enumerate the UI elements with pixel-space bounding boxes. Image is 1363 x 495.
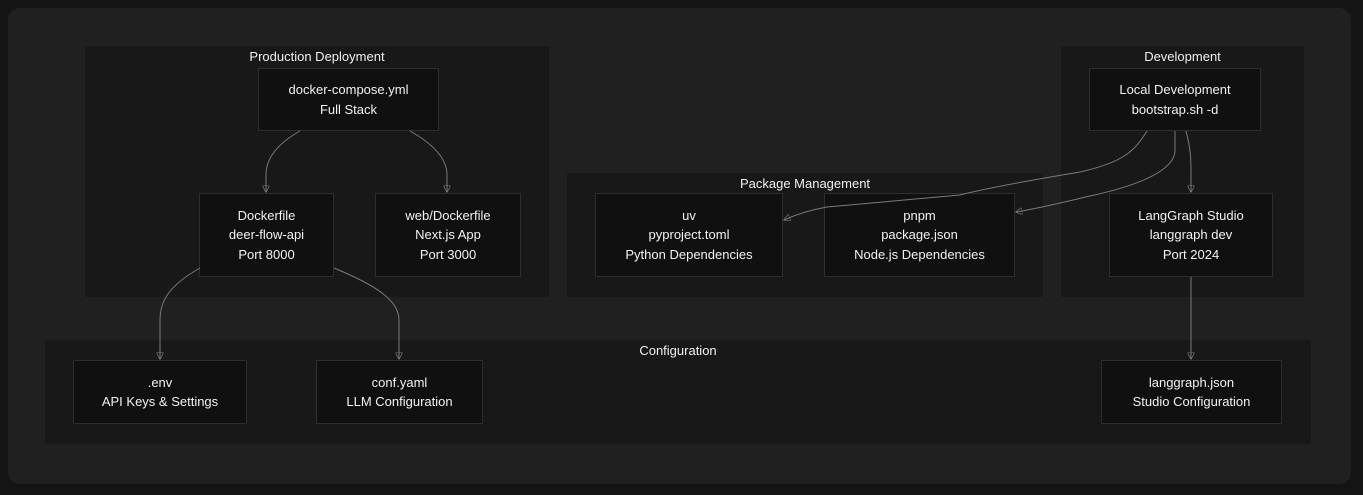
node-conf-yaml: conf.yaml LLM Configuration (316, 360, 483, 424)
node-env-line1: .env (147, 374, 173, 390)
node-local-development-line1: Local Development (1119, 82, 1231, 97)
node-langgraph-json-line1: langgraph.json (1148, 374, 1235, 390)
node-conf-yaml-line1: conf.yaml (371, 374, 428, 390)
node-uv: uv pyproject.toml Python Dependencies (595, 193, 783, 277)
group-title-development: Development (1144, 49, 1221, 64)
node-dockerfile-line1: Dockerfile (237, 207, 296, 223)
node-dockerfile-line2: deer-flow-api (228, 227, 305, 243)
node-langgraph-json-line2: Studio Configuration (1132, 394, 1251, 409)
node-uv-line3: Python Dependencies (625, 246, 753, 262)
node-docker-compose-line1: docker-compose.yml (288, 82, 409, 97)
node-pnpm-line1: pnpm (903, 207, 936, 223)
node-conf-yaml-line2: LLM Configuration (346, 394, 453, 409)
node-langgraph-studio: LangGraph Studio langgraph dev Port 2024 (1109, 193, 1273, 277)
node-dockerfile: Dockerfile deer-flow-api Port 8000 (199, 193, 334, 277)
node-langgraph-studio-line3: Port 2024 (1162, 246, 1220, 262)
node-local-development-line2: bootstrap.sh -d (1131, 101, 1219, 117)
node-pnpm: pnpm package.json Node.js Dependencies (824, 193, 1015, 277)
group-title-production: Production Deployment (249, 49, 385, 64)
node-uv-line2: pyproject.toml (648, 227, 730, 243)
node-web-dockerfile-line1: web/Dockerfile (405, 207, 491, 223)
node-pnpm-line3: Node.js Dependencies (854, 246, 985, 262)
node-docker-compose-line2: Full Stack (319, 101, 378, 117)
node-pnpm-line2: package.json (881, 227, 958, 243)
node-web-dockerfile: web/Dockerfile Next.js App Port 3000 (375, 193, 521, 277)
node-local-development: Local Development bootstrap.sh -d (1089, 68, 1261, 131)
group-title-configuration: Configuration (639, 343, 717, 358)
node-langgraph-studio-line2: langgraph dev (1149, 227, 1233, 243)
node-web-dockerfile-line2: Next.js App (415, 227, 481, 243)
group-configuration: Configuration (45, 340, 1311, 444)
node-langgraph-studio-line1: LangGraph Studio (1138, 207, 1244, 223)
node-env-line2: API Keys & Settings (101, 394, 219, 409)
node-web-dockerfile-line3: Port 3000 (419, 246, 477, 262)
node-env: .env API Keys & Settings (73, 360, 247, 424)
group-title-package-management: Package Management (739, 176, 871, 191)
node-dockerfile-line3: Port 8000 (238, 246, 295, 262)
node-uv-line1: uv (682, 207, 696, 223)
node-docker-compose: docker-compose.yml Full Stack (258, 68, 439, 131)
node-langgraph-json: langgraph.json Studio Configuration (1101, 360, 1282, 424)
